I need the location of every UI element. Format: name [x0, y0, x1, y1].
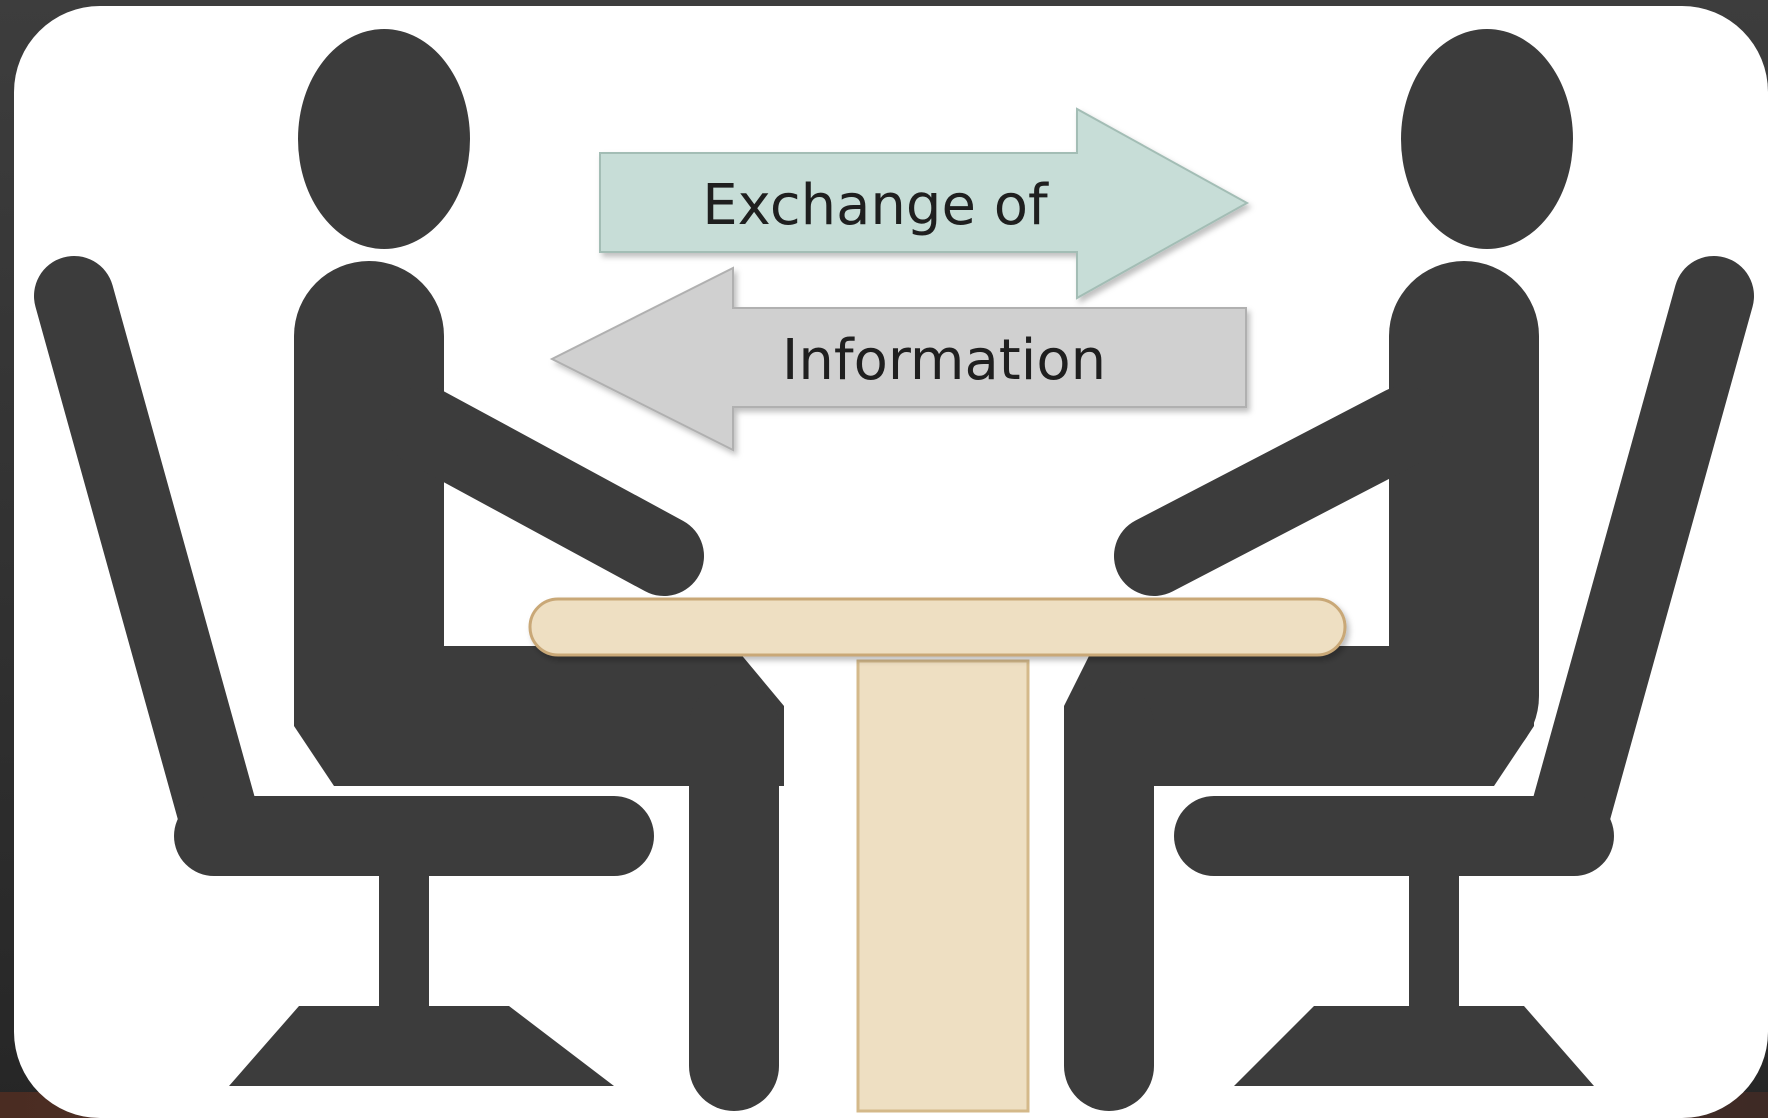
- arrow-right-shape: [599, 107, 1250, 300]
- diagram-card: Exchange of Information: [14, 6, 1768, 1118]
- right-chair-base: [1234, 1006, 1594, 1086]
- arrow-right-icon: Exchange of: [599, 107, 1250, 300]
- exchange-diagram: Exchange of Information: [34, 29, 1754, 1113]
- right-person-head: [1401, 29, 1573, 249]
- left-person-arm: [384, 386, 704, 596]
- arrow-left-shape: [549, 266, 1247, 452]
- arrow-left-icon: Information: [549, 266, 1247, 452]
- table-top: [528, 597, 1347, 657]
- left-person-hip: [294, 646, 784, 786]
- arrow-top-label: Exchange of: [702, 173, 1049, 238]
- right-person-hip: [1064, 646, 1534, 786]
- right-person-icon: [1064, 29, 1573, 1111]
- arrow-bottom-label: Information: [782, 328, 1106, 393]
- left-person-head: [298, 29, 470, 249]
- right-chair-icon: [1174, 256, 1754, 1086]
- right-chair-back: [1524, 256, 1754, 876]
- right-person-arm: [1114, 386, 1444, 596]
- left-chair-post: [379, 846, 429, 1016]
- left-chair-base: [229, 1006, 614, 1086]
- left-chair-icon: [34, 256, 654, 1086]
- table-leg: [856, 659, 1030, 1113]
- left-chair-back: [34, 256, 264, 876]
- left-person-icon: [294, 29, 784, 1111]
- right-chair-post: [1409, 846, 1459, 1016]
- table-icon: [528, 597, 1347, 1113]
